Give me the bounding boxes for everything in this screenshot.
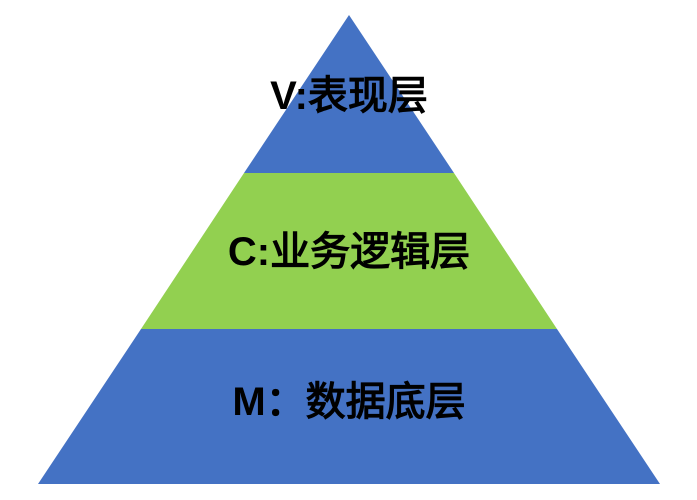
layer-label-controller: C:业务逻辑层: [228, 230, 470, 274]
pyramid-layer-controller: [141, 173, 557, 329]
layer-label-view: V:表现层: [270, 74, 428, 118]
pyramid-layer-model: [38, 329, 660, 484]
layer-label-model: M：数据底层: [232, 380, 465, 424]
pyramid-layer-view: [244, 15, 454, 173]
